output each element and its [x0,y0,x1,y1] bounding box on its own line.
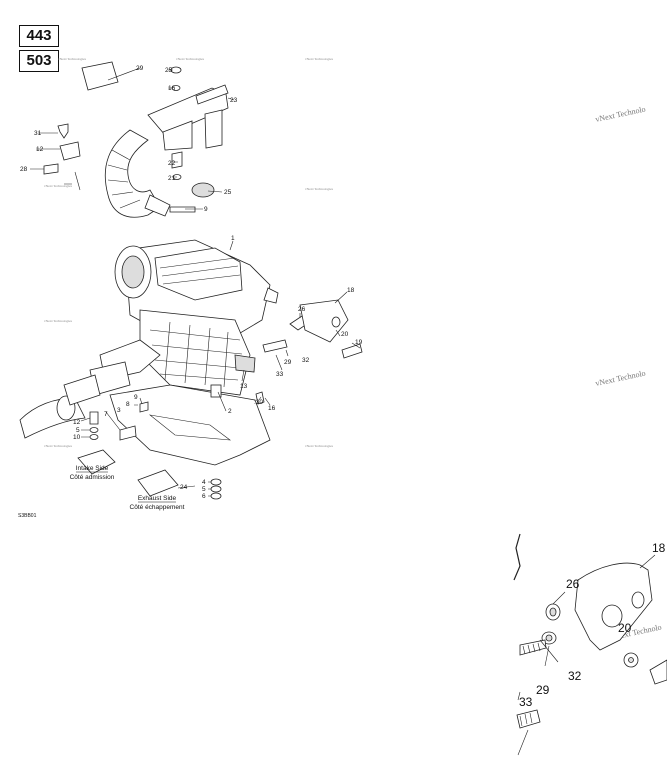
callout: 33 [276,371,284,378]
callout: 29 [284,359,292,366]
callout: 29 [136,65,144,72]
watermark-large: vNext Technolo [595,105,647,124]
callout: 16 [268,405,276,412]
callout: 18 [652,541,666,555]
callout: 1 [231,235,235,242]
callout: 33 [519,695,533,709]
engine-block [114,239,279,396]
watermark: vNext Technologies [305,187,334,191]
callout: 12 [36,146,44,153]
exhaust-side-label-fr: Côté échappement [130,504,185,511]
callout: 10 [73,434,81,441]
intake-side-label: Intake Side [76,465,109,472]
callout: 23 [230,97,238,104]
callouts: 29 25 16 23 31 12 28 22 21 25 9 1 18 26 … [20,65,363,500]
watermark: vNext Technologies [176,57,205,61]
callout: 16 [168,85,176,92]
callout: 18 [347,287,355,294]
diagram-code: S3BB01 [18,513,37,519]
callout: 19 [355,339,363,346]
callout: 26 [298,306,306,313]
zoom-detail [513,533,667,756]
callout: 20 [618,621,632,635]
callout: 24 [180,484,188,491]
callout: 6 [202,493,206,500]
exhaust-pipe [104,84,229,218]
intake-side-label-fr: Côté admission [70,474,115,481]
callout: 5 [202,486,206,493]
model-number-503: 503 [19,50,59,72]
model-number-443: 443 [19,25,59,47]
callout: 20 [341,331,349,338]
callout: 2 [228,408,232,415]
callout: 4 [202,479,206,486]
callout: 9 [134,394,138,401]
callout: 29 [536,683,550,697]
leader-lines [30,67,361,497]
callout: 22 [168,160,176,167]
watermark: vNext Technologies [44,319,73,323]
callout: 5 [76,427,80,434]
exhaust-side-label: Exhaust Side [138,495,177,502]
callout: 26 [566,577,580,591]
watermark: vNext Technologies [44,184,73,188]
watermark: vNext Technologies [305,444,334,448]
small-parts [43,61,363,500]
callout: 21 [168,175,176,182]
zoom-callouts: 18 26 20 32 29 33 [519,541,666,709]
callout: 7 [104,411,108,418]
watermark-large: vNext Technolo [595,369,647,388]
callout: 32 [302,357,310,364]
callout: 8 [126,401,130,408]
callout: 31 [34,130,42,137]
callout: 28 [20,166,28,173]
callout: 9 [204,206,208,213]
watermark: vNext Technologies [58,57,87,61]
callout: :30 [254,399,263,406]
callout: 13 [240,383,248,390]
intake-manifold [19,339,161,439]
watermark: vNext Technologies [44,444,73,448]
callout: 12 [73,419,81,426]
callout: 32 [568,669,582,683]
engine-support-plate [109,384,271,466]
callout: 25 [165,67,173,74]
callout: 3 [117,407,121,414]
watermark: vNext Technologies [305,57,334,61]
callout: 25 [224,189,232,196]
